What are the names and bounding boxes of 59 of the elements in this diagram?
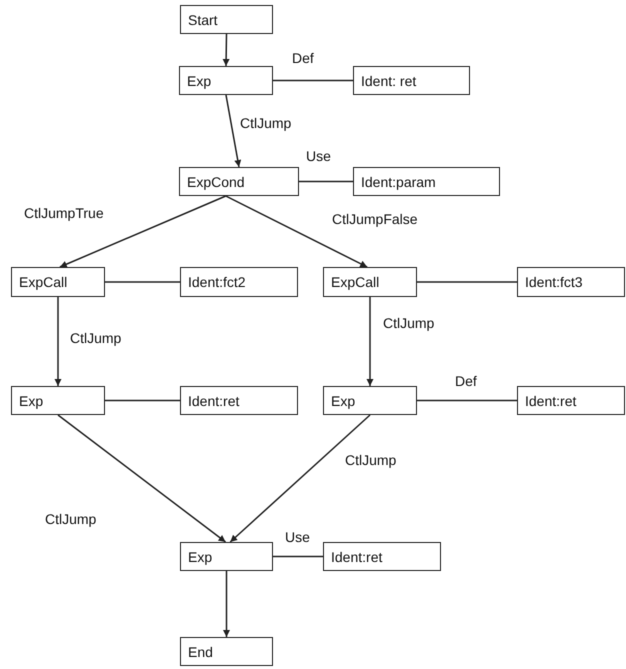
connector-line <box>105 400 180 402</box>
process-box <box>323 386 417 415</box>
node-label: Exp <box>187 72 212 88</box>
arrow <box>225 195 368 268</box>
node-label: Ident:param <box>361 174 436 190</box>
arrow <box>223 571 230 637</box>
node-label: End <box>188 644 213 660</box>
edge-label: CtlJump <box>383 315 434 331</box>
node-label: Start <box>188 12 218 28</box>
node-label: Ident:fct3 <box>525 274 583 290</box>
node-label: Ident:fct2 <box>188 274 246 290</box>
node-label: Exp <box>188 548 212 564</box>
connector-line <box>417 281 517 283</box>
edge-label: Def <box>292 50 314 66</box>
arrow <box>222 34 230 66</box>
node-label: Ident:ret <box>525 392 576 408</box>
edge-label: CtlJumpTrue <box>24 205 104 221</box>
node-label: ExpCond <box>187 174 245 190</box>
process-box <box>180 386 298 415</box>
connector-line <box>273 556 323 558</box>
arrow <box>366 297 374 386</box>
arrow <box>58 414 226 543</box>
process-box <box>353 167 500 196</box>
process-box <box>180 542 273 571</box>
edge-label: Use <box>285 529 310 545</box>
node-label: Ident:ret <box>331 548 382 564</box>
process-box <box>11 267 105 297</box>
process-box <box>179 66 273 95</box>
process-box <box>180 5 273 34</box>
edge-label: CtlJump <box>240 115 292 131</box>
edge-label: CtlJump <box>70 330 122 346</box>
arrow <box>54 297 62 386</box>
arrow <box>230 414 370 543</box>
process-box <box>353 66 470 95</box>
connector-line <box>105 281 180 283</box>
edge-label: CtlJump <box>345 452 396 468</box>
process-box <box>517 386 625 415</box>
arrow <box>60 195 226 268</box>
edge-label: CtlJump <box>45 511 96 527</box>
edge-label: Def <box>455 373 477 389</box>
node-label: Ident:ret <box>188 392 240 408</box>
process-box <box>179 167 299 196</box>
node-label: Exp <box>19 392 44 408</box>
process-box <box>180 637 273 666</box>
process-box <box>323 267 417 297</box>
node-label: Exp <box>331 392 356 408</box>
process-box <box>517 267 625 297</box>
process-box <box>180 267 298 297</box>
connector-line <box>417 400 517 402</box>
arrow <box>225 94 242 168</box>
process-box <box>323 542 441 571</box>
process-box <box>11 386 105 415</box>
node-label: ExpCall <box>331 274 380 290</box>
node-label: Ident: ret <box>361 72 416 88</box>
edge-label: Use <box>306 148 331 164</box>
node-label: ExpCall <box>19 274 68 290</box>
connector-line <box>299 180 353 182</box>
connector-line <box>273 80 353 82</box>
edge-label: CtlJumpFalse <box>332 211 418 227</box>
